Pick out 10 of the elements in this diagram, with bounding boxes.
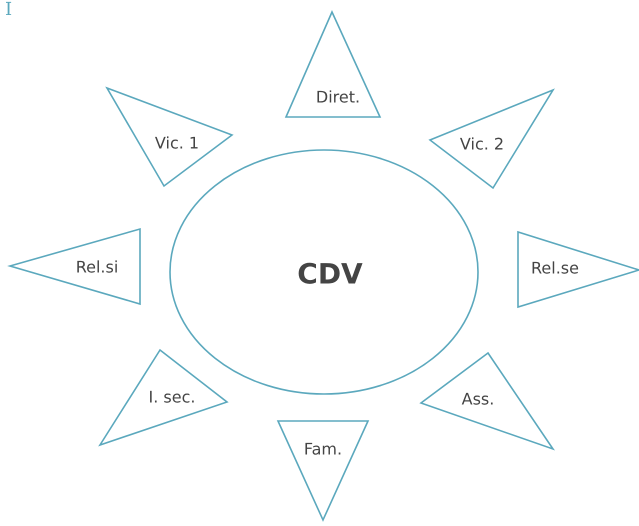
node-label: I. sec. [148, 388, 196, 406]
node-label: Vic. 2 [460, 134, 504, 154]
node-label: CDV [297, 258, 363, 290]
node-label: Ass. [462, 390, 494, 408]
page-mark: I [5, 1, 12, 19]
node-label: Rel.se [531, 258, 579, 278]
node-label: Fam. [304, 440, 342, 458]
node-label: Diret. [316, 88, 360, 106]
node-label: Vic. 1 [154, 134, 200, 152]
node-label: Rel.si [76, 258, 118, 276]
